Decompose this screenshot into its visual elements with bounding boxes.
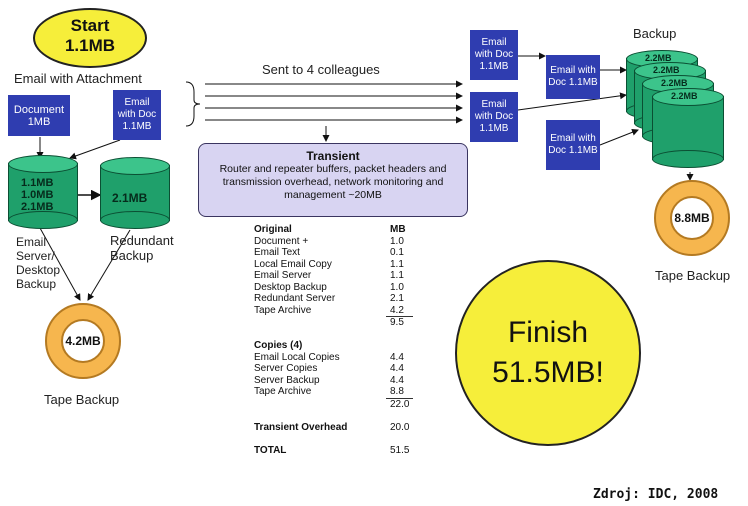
- redundant-value: 2.1MB: [112, 191, 148, 205]
- table-header-item: Original: [254, 224, 292, 235]
- table-cell: Document +: [254, 235, 309, 247]
- server-value-3: 2.1MB: [21, 201, 54, 213]
- table-cell: 1.0: [390, 281, 404, 293]
- table-cell: 1.1: [390, 270, 404, 281]
- total-label: TOTAL: [254, 444, 287, 456]
- backup-value-3: 2.2MB: [661, 78, 688, 88]
- document-box-label: Document 1MB: [13, 103, 65, 128]
- email-doc-box-label: Email with Doc 1.1MB: [117, 97, 157, 132]
- recipient-box-4: Email with Doc 1.1MB: [546, 120, 600, 170]
- copies-total: 22.0: [390, 398, 410, 410]
- finish-value: 51.5MB!: [492, 356, 604, 389]
- table-row: TOTAL 51.5: [250, 445, 413, 457]
- finish-label: Finish: [507, 316, 589, 349]
- recipient-box-1-label: Email with Doc 1.1MB: [474, 37, 514, 72]
- table-cell: Server Backup: [254, 374, 320, 386]
- tape-left-label: Tape Backup: [44, 392, 120, 407]
- table-cell: Email Local Copies: [254, 351, 340, 363]
- redundant-backup-cylinder: 2.1MB: [100, 157, 170, 229]
- table-cell: Desktop Backup: [254, 281, 327, 293]
- sent-label: Sent to 4 colleagues: [262, 62, 380, 77]
- table-cell: 4.2: [386, 304, 414, 317]
- table-cell: 4.4: [390, 374, 404, 386]
- copies-header: Copies (4): [254, 340, 303, 351]
- email-server-cylinder: 1.1MB 1.0MB 2.1MB: [8, 155, 78, 229]
- transient-box: Transient Router and repeater buffers, p…: [198, 143, 468, 217]
- tape-backup-left: 4.2MB: [45, 303, 121, 379]
- table-cell: 1.0: [390, 235, 404, 247]
- table-row: Desktop Backup 1.0: [250, 282, 413, 294]
- table-cell: Email Text: [254, 247, 300, 258]
- table-row: Transient Overhead 20.0: [250, 422, 413, 434]
- transient-overhead-value: 20.0: [390, 421, 410, 433]
- transient-overhead-label: Transient Overhead: [254, 421, 348, 433]
- tape-backup-right: 8.8MB: [654, 180, 730, 256]
- table-cell: Email Server: [254, 270, 312, 281]
- total-value: 51.5: [390, 444, 410, 456]
- start-value: 1.1MB: [64, 36, 116, 55]
- backup-cylinder-4: [652, 88, 724, 168]
- recipient-box-2: Email with Doc 1.1MB: [546, 55, 600, 99]
- table-cell: Tape Archive: [254, 304, 312, 316]
- table-row: Server Copies 4.4: [250, 363, 413, 375]
- table-cell: Tape Archive: [254, 386, 312, 398]
- table-cell: Local Email Copy: [254, 258, 332, 270]
- table-row: Server Backup 4.4: [250, 375, 413, 387]
- start-label: Start: [70, 16, 110, 35]
- backup-label: Backup: [633, 26, 677, 41]
- table-row: Document + 1.0: [250, 236, 413, 248]
- start-ellipse: Start 1.1MB: [33, 8, 147, 68]
- table-row: 9.5: [250, 317, 413, 329]
- table-row: Tape Archive 4.2: [250, 304, 414, 317]
- table-cell: 0.1: [390, 247, 404, 258]
- server-value-2: 1.0MB: [21, 189, 54, 201]
- backup-value-1: 2.2MB: [645, 53, 672, 63]
- finish-circle: Finish 51.5MB!: [455, 260, 641, 446]
- recipient-box-3-label: Email with Doc 1.1MB: [474, 99, 514, 134]
- table-row: Tape Archive 8.8: [250, 386, 414, 399]
- email-doc-box: Email with Doc 1.1MB: [113, 90, 161, 140]
- redundant-backup-label: Redundant Backup: [110, 233, 174, 263]
- table-row: Local Email Copy 1.1: [250, 259, 413, 271]
- original-total: 9.5: [390, 317, 404, 328]
- server-value-1: 1.1MB: [21, 177, 54, 189]
- transient-title: Transient: [306, 149, 360, 163]
- table-cell: 2.1: [390, 293, 404, 304]
- email-with-attachment-label: Email with Attachment: [14, 71, 142, 86]
- recipient-box-4-label: Email with Doc 1.1MB: [548, 133, 598, 156]
- email-server-label: Email Server/ Desktop Backup: [16, 235, 61, 291]
- backup-value-2: 2.2MB: [653, 65, 680, 75]
- document-box: Document 1MB: [8, 95, 70, 136]
- table-row: Email Text 0.1: [250, 247, 413, 259]
- source-label: Zdroj: IDC, 2008: [593, 487, 719, 502]
- table-cell: Redundant Server: [254, 293, 336, 304]
- table-row: Email Local Copies 4.4: [250, 352, 413, 364]
- table-cell: 1.1: [390, 258, 404, 270]
- recipient-box-1: Email with Doc 1.1MB: [470, 30, 518, 80]
- table-row: Redundant Server 2.1: [250, 293, 413, 305]
- table-cell: Server Copies: [254, 363, 318, 374]
- table-header-mb: MB: [390, 224, 406, 235]
- table-row: Email Server 1.1: [250, 270, 413, 282]
- table-cell: 8.8: [386, 386, 414, 399]
- table-cell: 4.4: [390, 351, 404, 363]
- table-cell: 4.4: [390, 363, 404, 374]
- recipient-box-2-label: Email with Doc 1.1MB: [548, 65, 598, 88]
- transient-body: Router and repeater buffers, packet head…: [219, 163, 447, 201]
- table-row: 22.0: [250, 398, 413, 410]
- recipient-box-3: Email with Doc 1.1MB: [470, 92, 518, 142]
- tape-right-label: Tape Backup: [655, 268, 731, 283]
- tape-left-value: 4.2MB: [65, 334, 101, 348]
- tape-right-value: 8.8MB: [674, 211, 710, 225]
- backup-value-4: 2.2MB: [671, 91, 698, 101]
